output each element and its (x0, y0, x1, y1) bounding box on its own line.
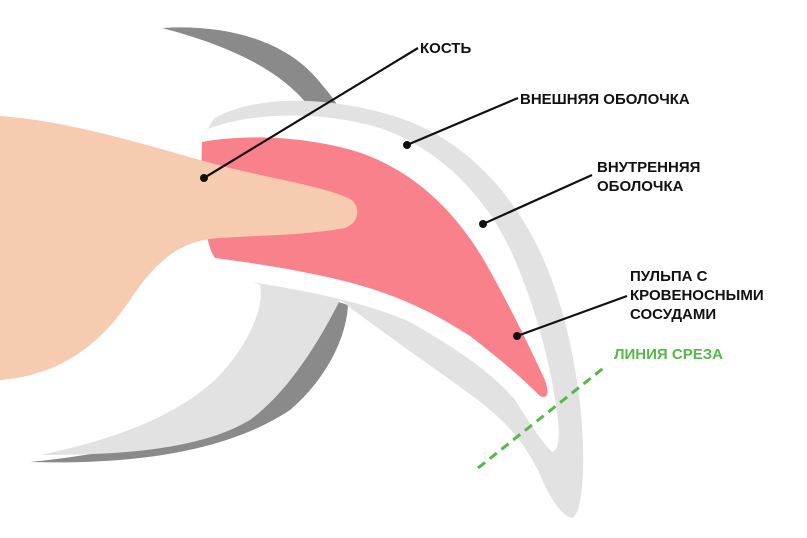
label-pulp-line3: СОСУДАМИ (630, 306, 716, 323)
cut-line (477, 364, 607, 470)
leader-lines (203, 47, 628, 338)
leader-inner-shell (482, 173, 593, 226)
leader-pulp (516, 294, 628, 338)
dot-pulp (513, 332, 521, 340)
label-pulp-line2: КРОВЕНОСНЫМИ (630, 287, 764, 304)
leader-dots (200, 141, 521, 340)
label-inner-shell-line1: ВНУТРЕННЯЯ (597, 159, 700, 176)
leader-outer-shell (406, 96, 519, 147)
label-bone: КОСТЬ (420, 40, 471, 57)
label-outer-shell: ВНЕШНЯЯ ОБОЛОЧКА (520, 91, 690, 108)
dot-outer-shell (403, 141, 411, 149)
claw-shadow-lower (30, 300, 348, 463)
dot-inner-shell (479, 220, 487, 228)
bone (0, 116, 358, 380)
dot-bone (200, 174, 208, 182)
label-inner-shell-line2: ОБОЛОЧКА (597, 178, 684, 195)
label-cut-line: ЛИНИЯ СРЕЗА (614, 346, 723, 363)
leader-bone (203, 47, 419, 179)
label-pulp-line1: ПУЛЬПА С (630, 268, 708, 285)
